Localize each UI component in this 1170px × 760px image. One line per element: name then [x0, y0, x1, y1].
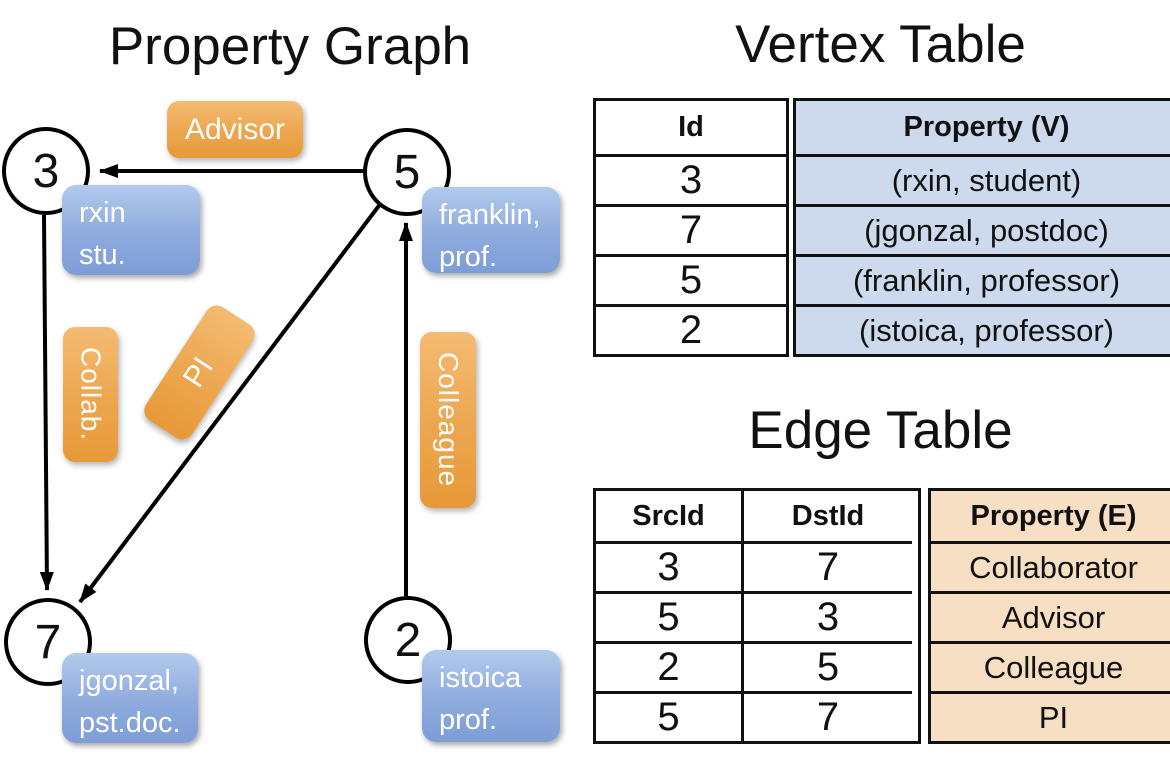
edge-table-property-column: Property (E) Collaborator Advisor Collea…	[928, 488, 1170, 744]
node-3: 3	[2, 127, 90, 215]
edge-row-0-property: Collaborator	[931, 541, 1170, 591]
edge-table-property-header: Property (E)	[931, 491, 1170, 541]
vertex-row-1-id-value: 7	[679, 208, 703, 252]
edge-table-dstid-header: DstId	[741, 491, 912, 541]
vertex-label-5-line1: franklin,	[439, 199, 541, 231]
edge-3-to-7	[39, 214, 54, 591]
edge-row-3-property: PI	[931, 691, 1170, 741]
vertex-row-1-property: (jgonzal, postdoc)	[796, 204, 1170, 254]
edge-row-2-property: Colleague	[931, 641, 1170, 691]
vertex-table: Id 3 7 5 2 Property (V) (rxin, student) …	[593, 98, 1170, 357]
edge-row-1-src-value: 5	[657, 595, 680, 639]
edge-label-collab: Collab.	[63, 327, 118, 462]
vertex-label-5: franklin, prof.	[422, 187, 560, 273]
edge-row-3-dst: 7	[741, 691, 912, 741]
vertex-label-7: jgonzal, pst.doc.	[62, 653, 198, 743]
edge-table-srcid-header: SrcId	[632, 499, 705, 532]
node-2-id: 2	[394, 613, 422, 667]
node-5: 5	[363, 128, 451, 216]
vertex-row-0-id: 3	[596, 154, 786, 204]
vertex-row-2-id-value: 5	[679, 258, 703, 302]
vertex-row-3-property: (istoica, professor)	[796, 304, 1170, 354]
edge-row-0-dst-value: 7	[816, 545, 840, 589]
node-5-id: 5	[393, 145, 421, 199]
vertex-label-2: istoica prof.	[422, 650, 560, 742]
edge-row-0-src-value: 3	[657, 545, 680, 589]
vertex-table-property-column: Property (V) (rxin, student) (jgonzal, p…	[793, 98, 1170, 357]
vertex-table-id-column: Id 3 7 5 2	[593, 98, 789, 357]
edge-label-colleague: Colleague	[420, 332, 476, 508]
vertex-row-2-id: 5	[596, 254, 786, 304]
edge-label-pi-text: PI	[177, 351, 221, 394]
edge-label-collab-text: Collab.	[75, 347, 107, 442]
vertex-row-0-property: (rxin, student)	[796, 154, 1170, 204]
edge-row-1-property: Advisor	[931, 591, 1170, 641]
vertex-label-5-line2: prof.	[439, 241, 498, 274]
edge-row-2-dst: 5	[741, 641, 912, 691]
vertex-row-1-id: 7	[596, 204, 786, 254]
edge-table: SrcId DstId 3 7 5 3 2 5 5 7 Property (E)…	[593, 488, 1170, 744]
edge-label-advisor-text: Advisor	[184, 112, 286, 146]
vertex-row-0-id-value: 3	[679, 158, 703, 202]
edge-label-pi: PI	[139, 300, 260, 445]
node-3-id: 3	[32, 144, 60, 198]
vertex-label-2-line1: istoica	[439, 662, 522, 694]
property-graph-title: Property Graph	[108, 17, 472, 76]
edge-row-2-dst-value: 5	[816, 645, 840, 689]
vertex-label-2-line2: prof.	[439, 704, 498, 737]
vertex-table-property-header: Property (V)	[796, 101, 1170, 154]
edge-label-advisor: Advisor	[167, 101, 303, 158]
edge-label-colleague-text: Colleague	[433, 352, 464, 488]
edge-row-1-dst: 3	[741, 591, 912, 641]
vertex-row-3-id: 2	[596, 304, 786, 354]
edge-row-3-dst-value: 7	[816, 695, 840, 739]
vertex-label-7-line2: pst.doc.	[79, 707, 181, 740]
edge-row-2-src-value: 2	[657, 645, 680, 689]
edge-table-title: Edge Table	[748, 401, 1013, 460]
vertex-table-id-header: Id	[678, 111, 704, 143]
vertex-label-3-line1: rxin	[79, 197, 126, 229]
vertex-label-7-line1: jgonzal,	[79, 665, 179, 697]
node-7-id: 7	[34, 615, 62, 669]
edge-row-0-dst: 7	[741, 541, 912, 591]
vertex-row-3-id-value: 2	[679, 308, 703, 352]
edge-row-0-src: 3	[596, 541, 741, 591]
edge-row-3-src-value: 5	[657, 695, 680, 739]
vertex-label-3: rxin stu.	[62, 185, 200, 275]
edge-row-1-dst-value: 3	[816, 595, 840, 639]
edge-row-2-src: 2	[596, 641, 741, 691]
edge-table-ids-columns: SrcId DstId 3 7 5 3 2 5 5 7	[593, 488, 921, 744]
edge-row-1-src: 5	[596, 591, 741, 641]
vertex-table-title: Vertex Table	[735, 15, 1026, 74]
edge-row-3-src: 5	[596, 691, 741, 741]
vertex-row-2-property: (franklin, professor)	[796, 254, 1170, 304]
vertex-label-3-line2: stu.	[79, 239, 126, 272]
